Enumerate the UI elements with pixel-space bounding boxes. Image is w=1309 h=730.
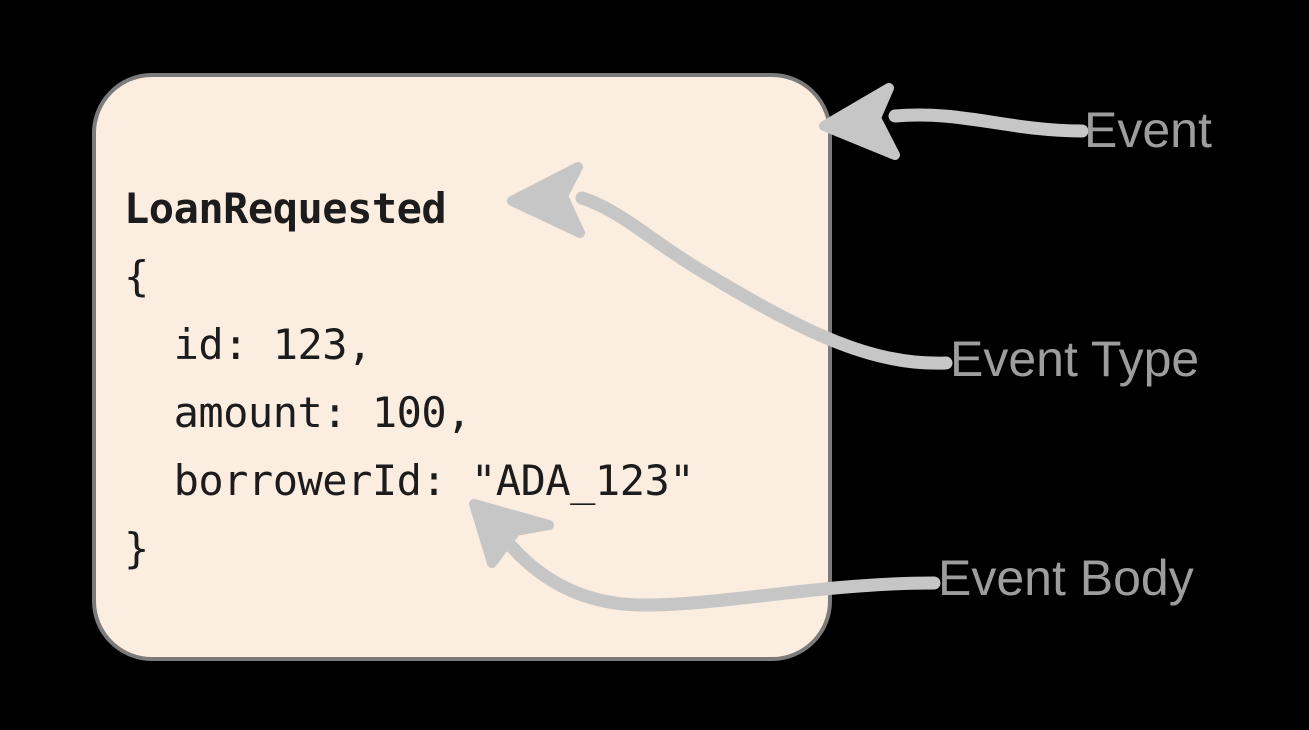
event-body-close-brace: } xyxy=(124,524,149,573)
annotation-label-event-body: Event Body xyxy=(938,550,1194,606)
event-body-field-id: id: 123, xyxy=(124,320,373,369)
annotation-label-event: Event xyxy=(1084,102,1212,158)
event-body-field-borrowerid: borrowerId: "ADA_123" xyxy=(124,456,695,505)
event-card: LoanRequested { id: 123, amount: 100, bo… xyxy=(92,73,832,661)
event-card-text: LoanRequested { id: 123, amount: 100, bo… xyxy=(124,175,824,583)
event-type-text: LoanRequested xyxy=(124,184,447,233)
annotation-label-event-type: Event Type xyxy=(950,331,1200,387)
curved-arrow-left-icon-event xyxy=(819,83,1089,160)
event-body-open-brace: { xyxy=(124,252,149,301)
event-body-field-amount: amount: 100, xyxy=(124,388,472,437)
